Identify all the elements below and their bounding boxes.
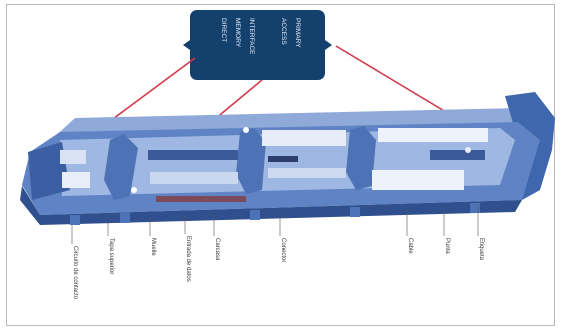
left-socket (62, 172, 90, 188)
callout-line-2: MEMORY (234, 18, 241, 48)
part-label-1: Circuito de contacto (72, 246, 78, 300)
device-body (20, 92, 555, 225)
callout-line-4: ACCESS (280, 18, 287, 45)
callout-box: DIRECT MEMORY INTERFACE ACCESS PRIMARY (183, 10, 332, 80)
part-label-5: Carcasa (214, 238, 220, 261)
part-labels: Circuito de contacto Tapa superior Muell… (72, 236, 484, 300)
part-label-8: Punta (444, 238, 450, 254)
callout-line-5: PRIMARY (294, 18, 301, 48)
callout-line-3: INTERFACE (248, 18, 255, 55)
part-label-2: Tapa superior (108, 238, 114, 274)
callout-line-1: DIRECT (220, 18, 227, 42)
part-label-4: Entrada de datos (185, 236, 191, 282)
part-label-9: Etiqueta (478, 238, 484, 261)
part-label-6: Conector (280, 238, 286, 262)
part-label-7: Cable (407, 238, 413, 254)
part-label-3: Muelle (150, 238, 156, 256)
